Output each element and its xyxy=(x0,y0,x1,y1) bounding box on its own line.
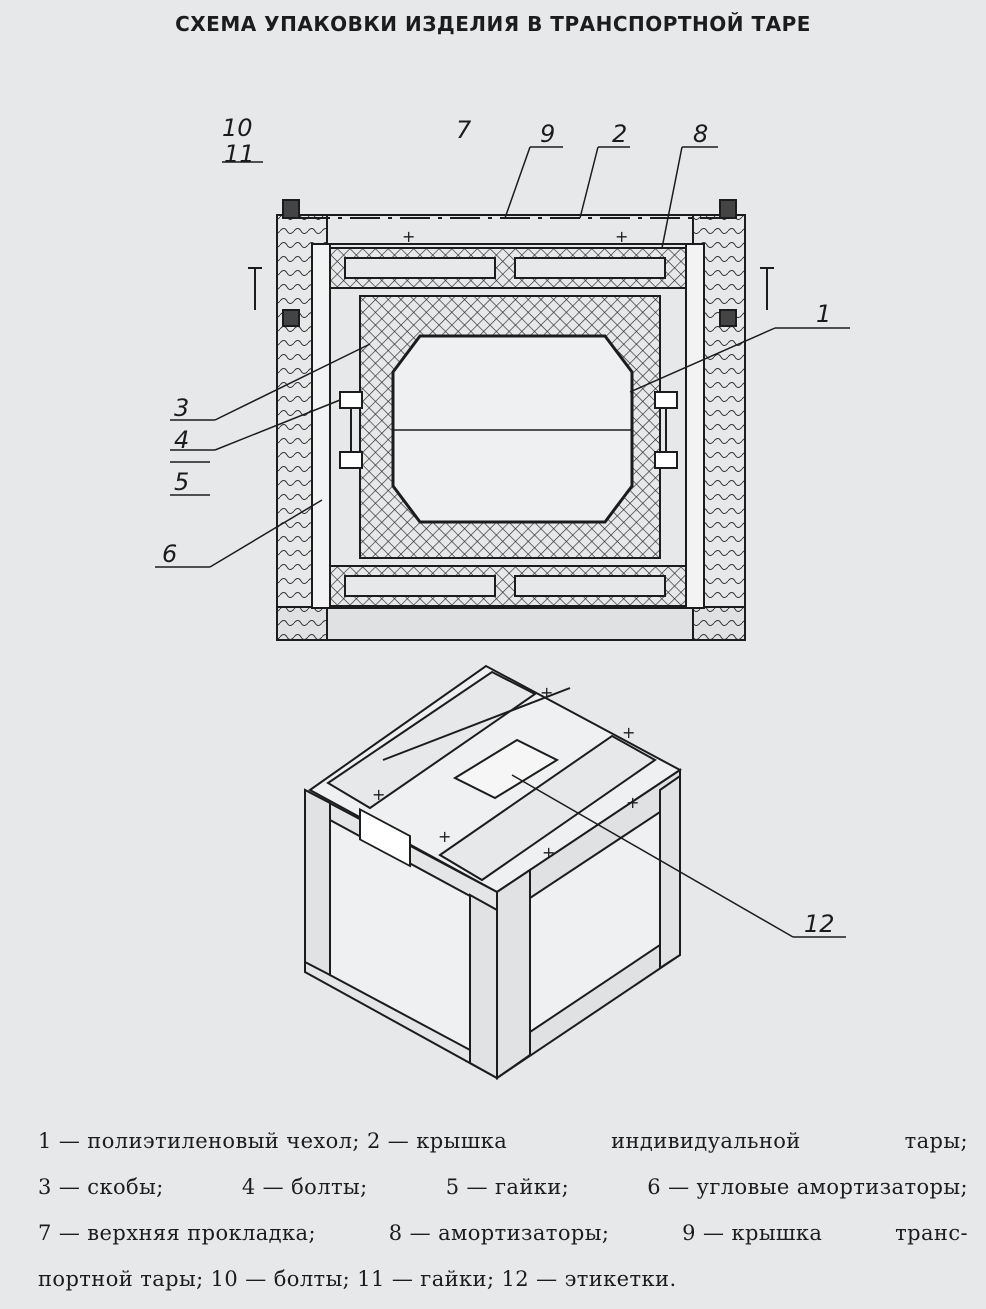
svg-text:+: + xyxy=(540,683,553,702)
svg-text:+: + xyxy=(622,723,635,742)
right-corner-absorber xyxy=(685,243,705,609)
callout-11: 11 xyxy=(224,140,255,168)
callout-9: 9 xyxy=(540,120,555,148)
perspective-view: + + + + + + xyxy=(304,664,846,1080)
legend-item: портной тары; 10 — болты; 11 — гайки; 12… xyxy=(38,1267,677,1291)
svg-text:+: + xyxy=(615,227,628,246)
left-corner-absorber xyxy=(311,243,331,609)
callout-2: 2 xyxy=(612,120,627,148)
svg-text:+: + xyxy=(626,793,639,812)
legend-item: 5 — гайки; xyxy=(445,1175,570,1199)
legend-item: 7 — верхняя прокладка; xyxy=(38,1221,316,1245)
svg-text:+: + xyxy=(402,227,415,246)
legend-item: 9 — крышка xyxy=(682,1221,823,1245)
legend-item: индивидуальной xyxy=(611,1129,801,1153)
callout-10: 10 xyxy=(222,114,253,142)
legend: 1 — полиэтиленовый чехол; 2 — крышка инд… xyxy=(38,1118,968,1302)
callout-12: 12 xyxy=(804,910,835,938)
product-outline xyxy=(391,334,634,524)
callout-1: 1 xyxy=(816,300,831,328)
legend-item: 4 — болты; xyxy=(241,1175,368,1199)
bottom-board xyxy=(276,606,746,641)
svg-text:+: + xyxy=(438,827,451,846)
callout-8: 8 xyxy=(693,120,708,148)
clamp-right-bottom xyxy=(654,451,678,469)
legend-item: 3 — скобы; xyxy=(38,1175,164,1199)
bolt-right xyxy=(760,267,774,310)
label-area xyxy=(452,738,560,800)
section-view: + + xyxy=(155,146,850,641)
legend-line-2: 3 — скобы; 4 — болты; 5 — гайки; 6 — угл… xyxy=(38,1164,968,1210)
page-title: СХЕМА УПАКОВКИ ИЗДЕЛИЯ В ТРАНСПОРТНОЙ ТА… xyxy=(175,12,811,36)
bolt-left xyxy=(248,267,262,310)
callout-3: 3 xyxy=(174,394,189,422)
callout-5: 5 xyxy=(174,468,189,496)
svg-text:+: + xyxy=(542,843,555,862)
legend-item: 6 — угловые амортизаторы; xyxy=(647,1175,968,1199)
clamp-left-bottom xyxy=(339,451,363,469)
legend-item: 8 — амортизаторы; xyxy=(388,1221,610,1245)
legend-line-1: 1 — полиэтиленовый чехол; 2 — крышка инд… xyxy=(38,1118,968,1164)
svg-text:+: + xyxy=(372,785,385,804)
clamp-right-top xyxy=(654,391,678,409)
packaging-diagram: + + xyxy=(155,114,850,1080)
callout-6: 6 xyxy=(162,540,177,568)
callout-4: 4 xyxy=(174,426,189,454)
legend-item: тары; xyxy=(904,1129,968,1153)
legend-item: 1 — полиэтиленовый чехол; 2 — крышка xyxy=(38,1129,508,1153)
legend-line-4: портной тары; 10 — болты; 11 — гайки; 12… xyxy=(38,1256,968,1302)
legend-line-3: 7 — верхняя прокладка; 8 — амортизаторы;… xyxy=(38,1210,968,1256)
clamp-left-top xyxy=(339,391,363,409)
callout-7: 7 xyxy=(456,116,472,144)
legend-item: транс- xyxy=(895,1221,968,1245)
